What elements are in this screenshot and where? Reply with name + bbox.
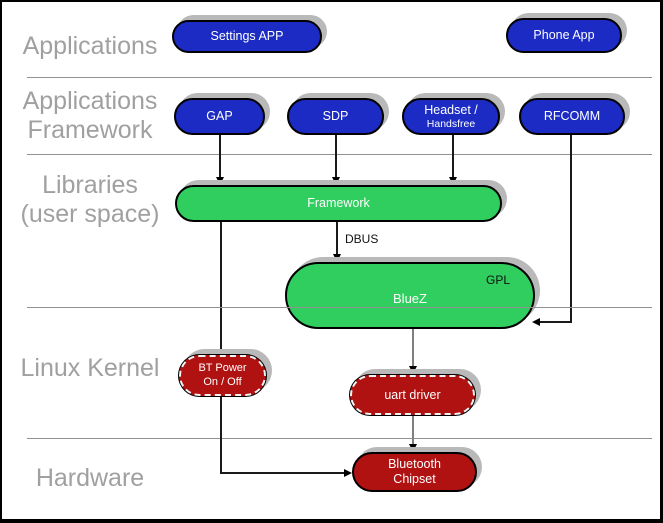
arrow-rfcomm-to-bluez-vline [570, 135, 572, 323]
layer-divider-4 [27, 438, 652, 439]
layer-label-hardware: Hardware [35, 464, 145, 492]
node-gap: GAP [174, 98, 265, 135]
arrow-headset-to-framework-line [452, 135, 454, 178]
layer-divider-2 [27, 154, 652, 155]
node-framework: Framework [175, 185, 502, 222]
arrow-bluez-to-uart-line [412, 329, 414, 368]
layer-label-linux-kernel: Linux Kernel [20, 354, 160, 382]
arrow-sdp-to-framework-line [335, 135, 337, 178]
edge-label-dbus: DBUS [345, 232, 379, 246]
node-bluez: GPL BlueZ [285, 262, 535, 329]
arrow-uart-to-chipset-head [409, 444, 417, 452]
arrow-headset-to-framework-head [449, 177, 457, 185]
layer-divider-1 [27, 77, 652, 78]
arrow-gap-to-framework-line [219, 135, 221, 178]
node-settings-app: Settings APP [172, 20, 322, 53]
arrow-sdp-to-framework-head [332, 177, 340, 185]
arrow-uart-to-chipset-line [412, 415, 414, 446]
node-headset-handsfree: Headset / Handsfree [402, 98, 500, 135]
arrow-gap-to-framework-head [216, 177, 224, 185]
node-bt-power: BT Power On / Off [179, 355, 266, 396]
arrow-rfcomm-to-bluez-head [532, 318, 540, 326]
layer-label-applications: Applications [22, 32, 158, 60]
node-uart-driver: uart driver [350, 375, 475, 415]
layer-label-applications-framework: Applications Framework [22, 87, 158, 144]
arrow-framework-to-bluez-head [333, 254, 341, 262]
node-sdp: SDP [287, 98, 384, 135]
arrow-rfcomm-to-bluez-hline [539, 321, 572, 323]
node-rfcomm: RFCOMM [519, 98, 625, 135]
gpl-badge: GPL [485, 273, 510, 287]
node-bluetooth-chipset: Bluetooth Chipset [352, 452, 477, 492]
arrow-framework-to-bluez-line [336, 222, 338, 255]
arrow-bluez-to-uart-head [409, 366, 417, 374]
node-phone-app: Phone App [506, 18, 622, 53]
arrow-framework-to-chipset-head [344, 469, 352, 477]
arrow-framework-to-chipset-hline [220, 472, 345, 474]
layer-label-libraries-user-space: Libraries (user space) [20, 171, 160, 228]
layer-divider-3 [27, 307, 652, 308]
arrow-framework-to-chipset-vline [220, 222, 222, 474]
